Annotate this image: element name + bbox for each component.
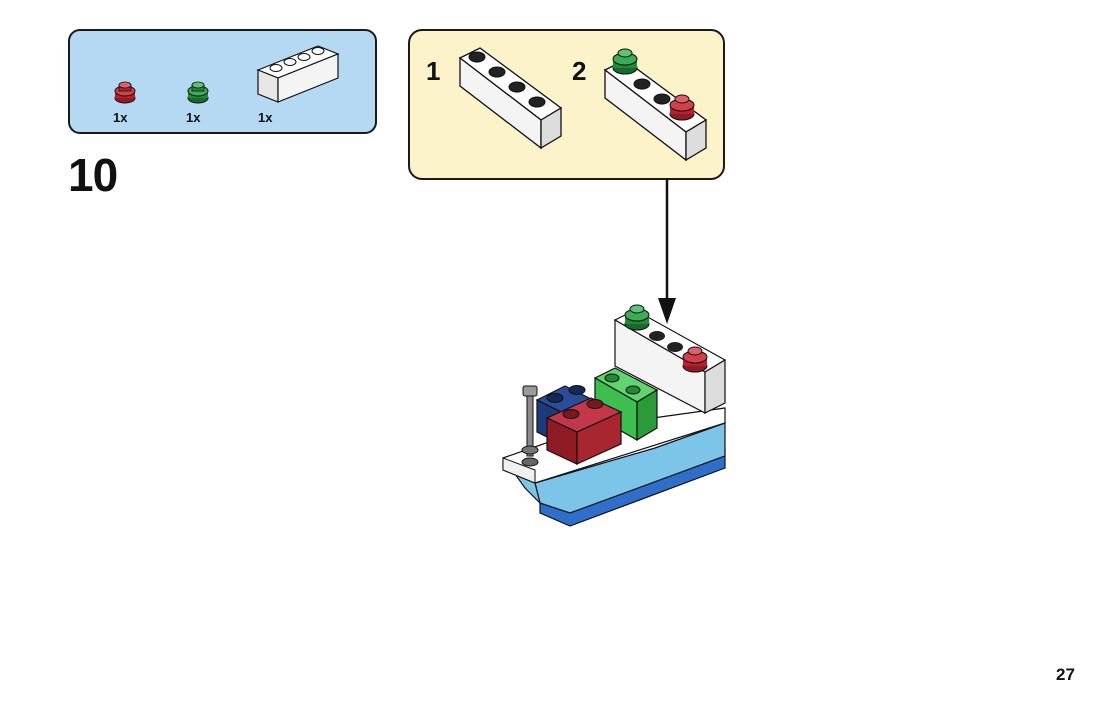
red-plate-quantity: 1x bbox=[113, 110, 128, 125]
green-plate-quantity: 1x bbox=[186, 110, 201, 125]
green-round-plate-part bbox=[187, 81, 209, 104]
boat-model-illustration bbox=[502, 304, 727, 527]
substep-number-1: 1 bbox=[426, 56, 441, 86]
substep-2-white-brick-with-plates bbox=[603, 48, 708, 162]
page-number: 27 bbox=[1056, 665, 1075, 684]
substep-number-2: 2 bbox=[572, 56, 587, 86]
white-brick-quantity: 1x bbox=[258, 110, 273, 125]
white-brick-part bbox=[256, 45, 340, 103]
step-number: 10 bbox=[68, 149, 118, 201]
substep-1-white-brick bbox=[458, 47, 563, 150]
red-round-plate-part bbox=[114, 81, 136, 104]
placement-arrow-icon bbox=[658, 178, 676, 324]
